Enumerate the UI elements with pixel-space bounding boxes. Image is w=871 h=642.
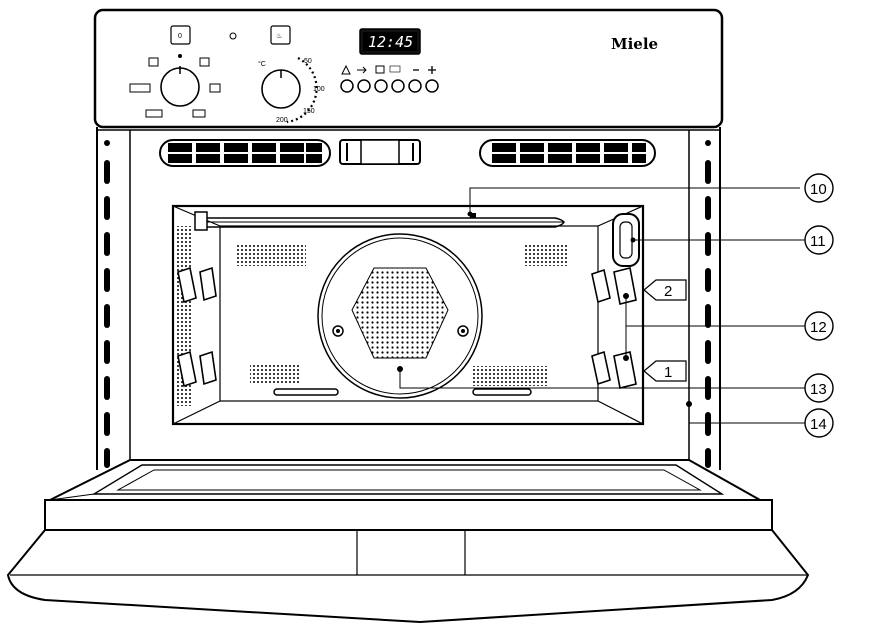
fan-icon: ♨	[276, 32, 282, 40]
indicator-lamp	[229, 32, 237, 40]
shelf-level-2-label: 2	[664, 283, 672, 300]
timer-button[interactable]	[357, 79, 371, 93]
finish-time-icon	[389, 65, 401, 73]
light-button[interactable]: 0	[170, 25, 191, 45]
oven-cavity	[171, 204, 645, 426]
top-vent-right	[479, 139, 656, 167]
roof-heating-element	[194, 211, 565, 231]
alarm-button[interactable]	[340, 79, 354, 93]
front-frame-slots	[104, 140, 711, 468]
callout-12-label: 12	[810, 319, 827, 336]
minus-button[interactable]	[408, 79, 422, 93]
control-panel: 0 ♨ °C 50 100 150 200	[93, 8, 724, 129]
function-selector-knob[interactable]	[129, 54, 221, 118]
alarm-bell-icon	[341, 64, 351, 75]
plus-button[interactable]	[425, 79, 439, 93]
oven-door	[6, 459, 810, 624]
keypad-icons	[341, 64, 436, 75]
callout-14-label: 14	[810, 416, 827, 433]
temperature-knob[interactable]: °C 50 100 150 200	[258, 57, 325, 124]
temp-mark-50: 50	[304, 58, 312, 65]
display-time: 12:45	[368, 33, 413, 51]
callout-12: 12	[625, 296, 834, 358]
temp-mark-150: 150	[303, 108, 315, 115]
duration-button[interactable]	[374, 79, 388, 93]
top-vent-left	[159, 139, 331, 167]
finish-time-button[interactable]	[391, 79, 405, 93]
brand-logo: Miele	[611, 35, 658, 53]
fan-button[interactable]: ♨	[270, 25, 291, 45]
shelf-level-2-marker: 2	[643, 279, 687, 301]
callout-14: 14	[686, 401, 834, 438]
door-latch	[339, 139, 421, 165]
callout-10: 10	[467, 173, 834, 217]
clock-display: 12:45	[359, 28, 421, 55]
callout-13: 13	[399, 369, 834, 403]
left-shelf-runners	[177, 266, 217, 388]
fan-cover	[317, 233, 483, 399]
shelf-level-1-marker: 1	[643, 360, 687, 382]
cooking-duration-icon	[375, 65, 385, 74]
temp-mark-200: 200	[276, 117, 288, 124]
shelf-level-1-label: 1	[664, 364, 672, 381]
right-shelf-runners	[591, 267, 637, 389]
callout-10-label: 10	[810, 181, 827, 198]
callout-11-label: 11	[810, 233, 826, 250]
plus-icon	[428, 66, 436, 74]
timer-arrow-icon	[357, 66, 367, 74]
temp-unit-label: °C	[258, 60, 266, 68]
callout-11: 11	[630, 225, 834, 255]
callout-13-label: 13	[810, 381, 827, 398]
light-icon: 0	[178, 33, 182, 40]
temp-mark-100: 100	[313, 86, 325, 93]
keypad-buttons	[340, 79, 439, 93]
